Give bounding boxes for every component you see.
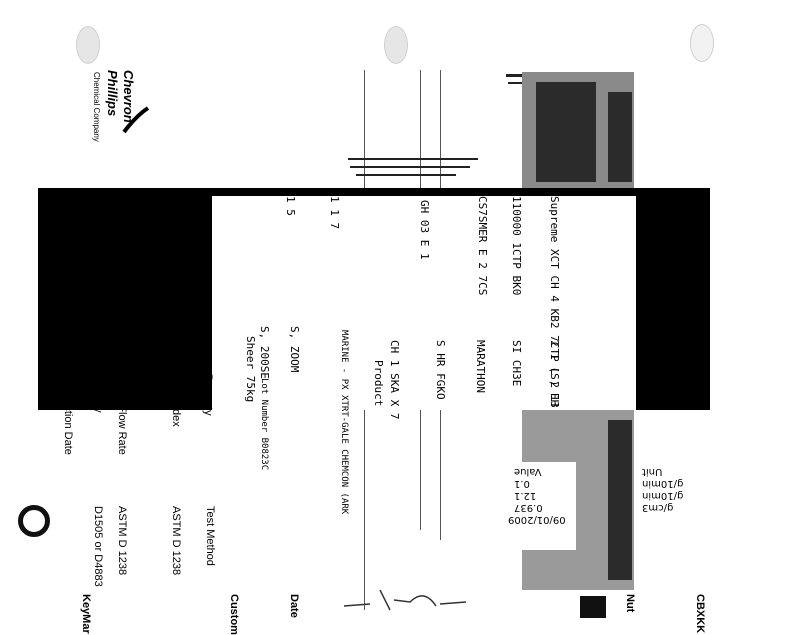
right-line-4: S HR FGKO: [434, 340, 447, 400]
product-code-line: 110000 1CTP BK0: [510, 196, 523, 296]
guide-line-1: [364, 70, 365, 190]
logo-line-2: Phillips: [105, 70, 120, 117]
gray-header-block: [522, 72, 634, 190]
registration-circle-icon: [18, 505, 50, 537]
unit-item-3: g/cm3: [642, 502, 674, 513]
footer-dark-tab-1: [580, 596, 606, 618]
property-row-3-label: Density: [92, 376, 104, 413]
right-line-2: SI CH3E: [510, 340, 523, 387]
product-sub-line-2: 1 1 7: [328, 196, 341, 230]
value-item-3: 0.937: [514, 502, 543, 513]
signature-scribble-icon: [343, 589, 467, 611]
product-info-panel: [212, 196, 636, 410]
right-line-6: Product: [372, 360, 385, 407]
unit-item-2: g/10min: [642, 490, 684, 501]
units-box: Unit g/10min g/10min g/cm3: [636, 462, 706, 550]
value-item-4: 09/01/2009: [508, 514, 566, 525]
punch-hole-middle: [384, 26, 408, 64]
scan-artifact-line: [350, 166, 470, 168]
right-line-7: MARINE - PX XTRT-GALE CHEMCON (ARK: [339, 330, 349, 515]
logo-swoosh-icon: [122, 106, 150, 134]
guide-line-6: [440, 410, 441, 540]
property-row-2-method: ASTM D 1238: [116, 506, 128, 576]
footer-label-3: Date: [288, 594, 300, 618]
property-row-1-label: Melt Index: [170, 376, 182, 427]
punch-hole-right: [690, 24, 714, 62]
right-line-5: CH 1 SKA X 7: [388, 340, 401, 420]
right-line-11: Lot Number B0823C: [259, 378, 269, 471]
guide-line-2: [420, 70, 421, 190]
right-line-9: S, 200SE: [258, 326, 271, 379]
gray-footer-block: [522, 410, 634, 590]
right-line-10: Sheer 75kg: [244, 336, 257, 403]
product-part-line: CS7SMER E 2 7CS: [476, 196, 489, 296]
scan-artifact-line: [356, 174, 456, 176]
value-item-2: 12.1: [514, 490, 537, 501]
guide-line-4: [364, 410, 365, 610]
right-line-8: S, ZOOM: [288, 326, 301, 373]
values-box: Value 0.1 12.1 0.937 09/01/2009: [508, 462, 576, 550]
product-extra: 1 5: [284, 196, 297, 216]
values-header: Value: [514, 466, 542, 477]
value-item-1: 0.1: [514, 478, 530, 489]
property-row-2-label: HLMI Flow Rate: [116, 376, 128, 455]
footer-label-1: KeyMar: [80, 594, 92, 634]
logo-line-3: Chemical Company: [92, 72, 101, 142]
product-sub-line-1: GH 03 E 1: [418, 200, 431, 260]
guide-line-3: [440, 70, 441, 190]
company-logo: Chevron Phillips Chemical Company: [62, 70, 150, 142]
property-header: Property: [202, 374, 214, 416]
punch-hole-left: [76, 26, 100, 64]
property-row-4-label: Production Date: [62, 376, 74, 455]
unit-item-1: g/10min: [642, 478, 684, 489]
right-line-3: MARATHON: [474, 340, 487, 393]
property-row-1-method: ASTM D 1238: [170, 506, 182, 576]
footer-label-2: Custom: [228, 594, 240, 635]
units-header: Unit: [642, 466, 663, 477]
property-row-3-method: D1505 or D4883: [92, 506, 104, 587]
footer-label-5: CBXKK: [694, 594, 706, 634]
footer-label-4: Nut: [624, 594, 636, 613]
scan-artifact-line: [348, 158, 478, 160]
guide-line-5: [420, 410, 421, 530]
test-method-header: Test Method: [204, 506, 216, 566]
